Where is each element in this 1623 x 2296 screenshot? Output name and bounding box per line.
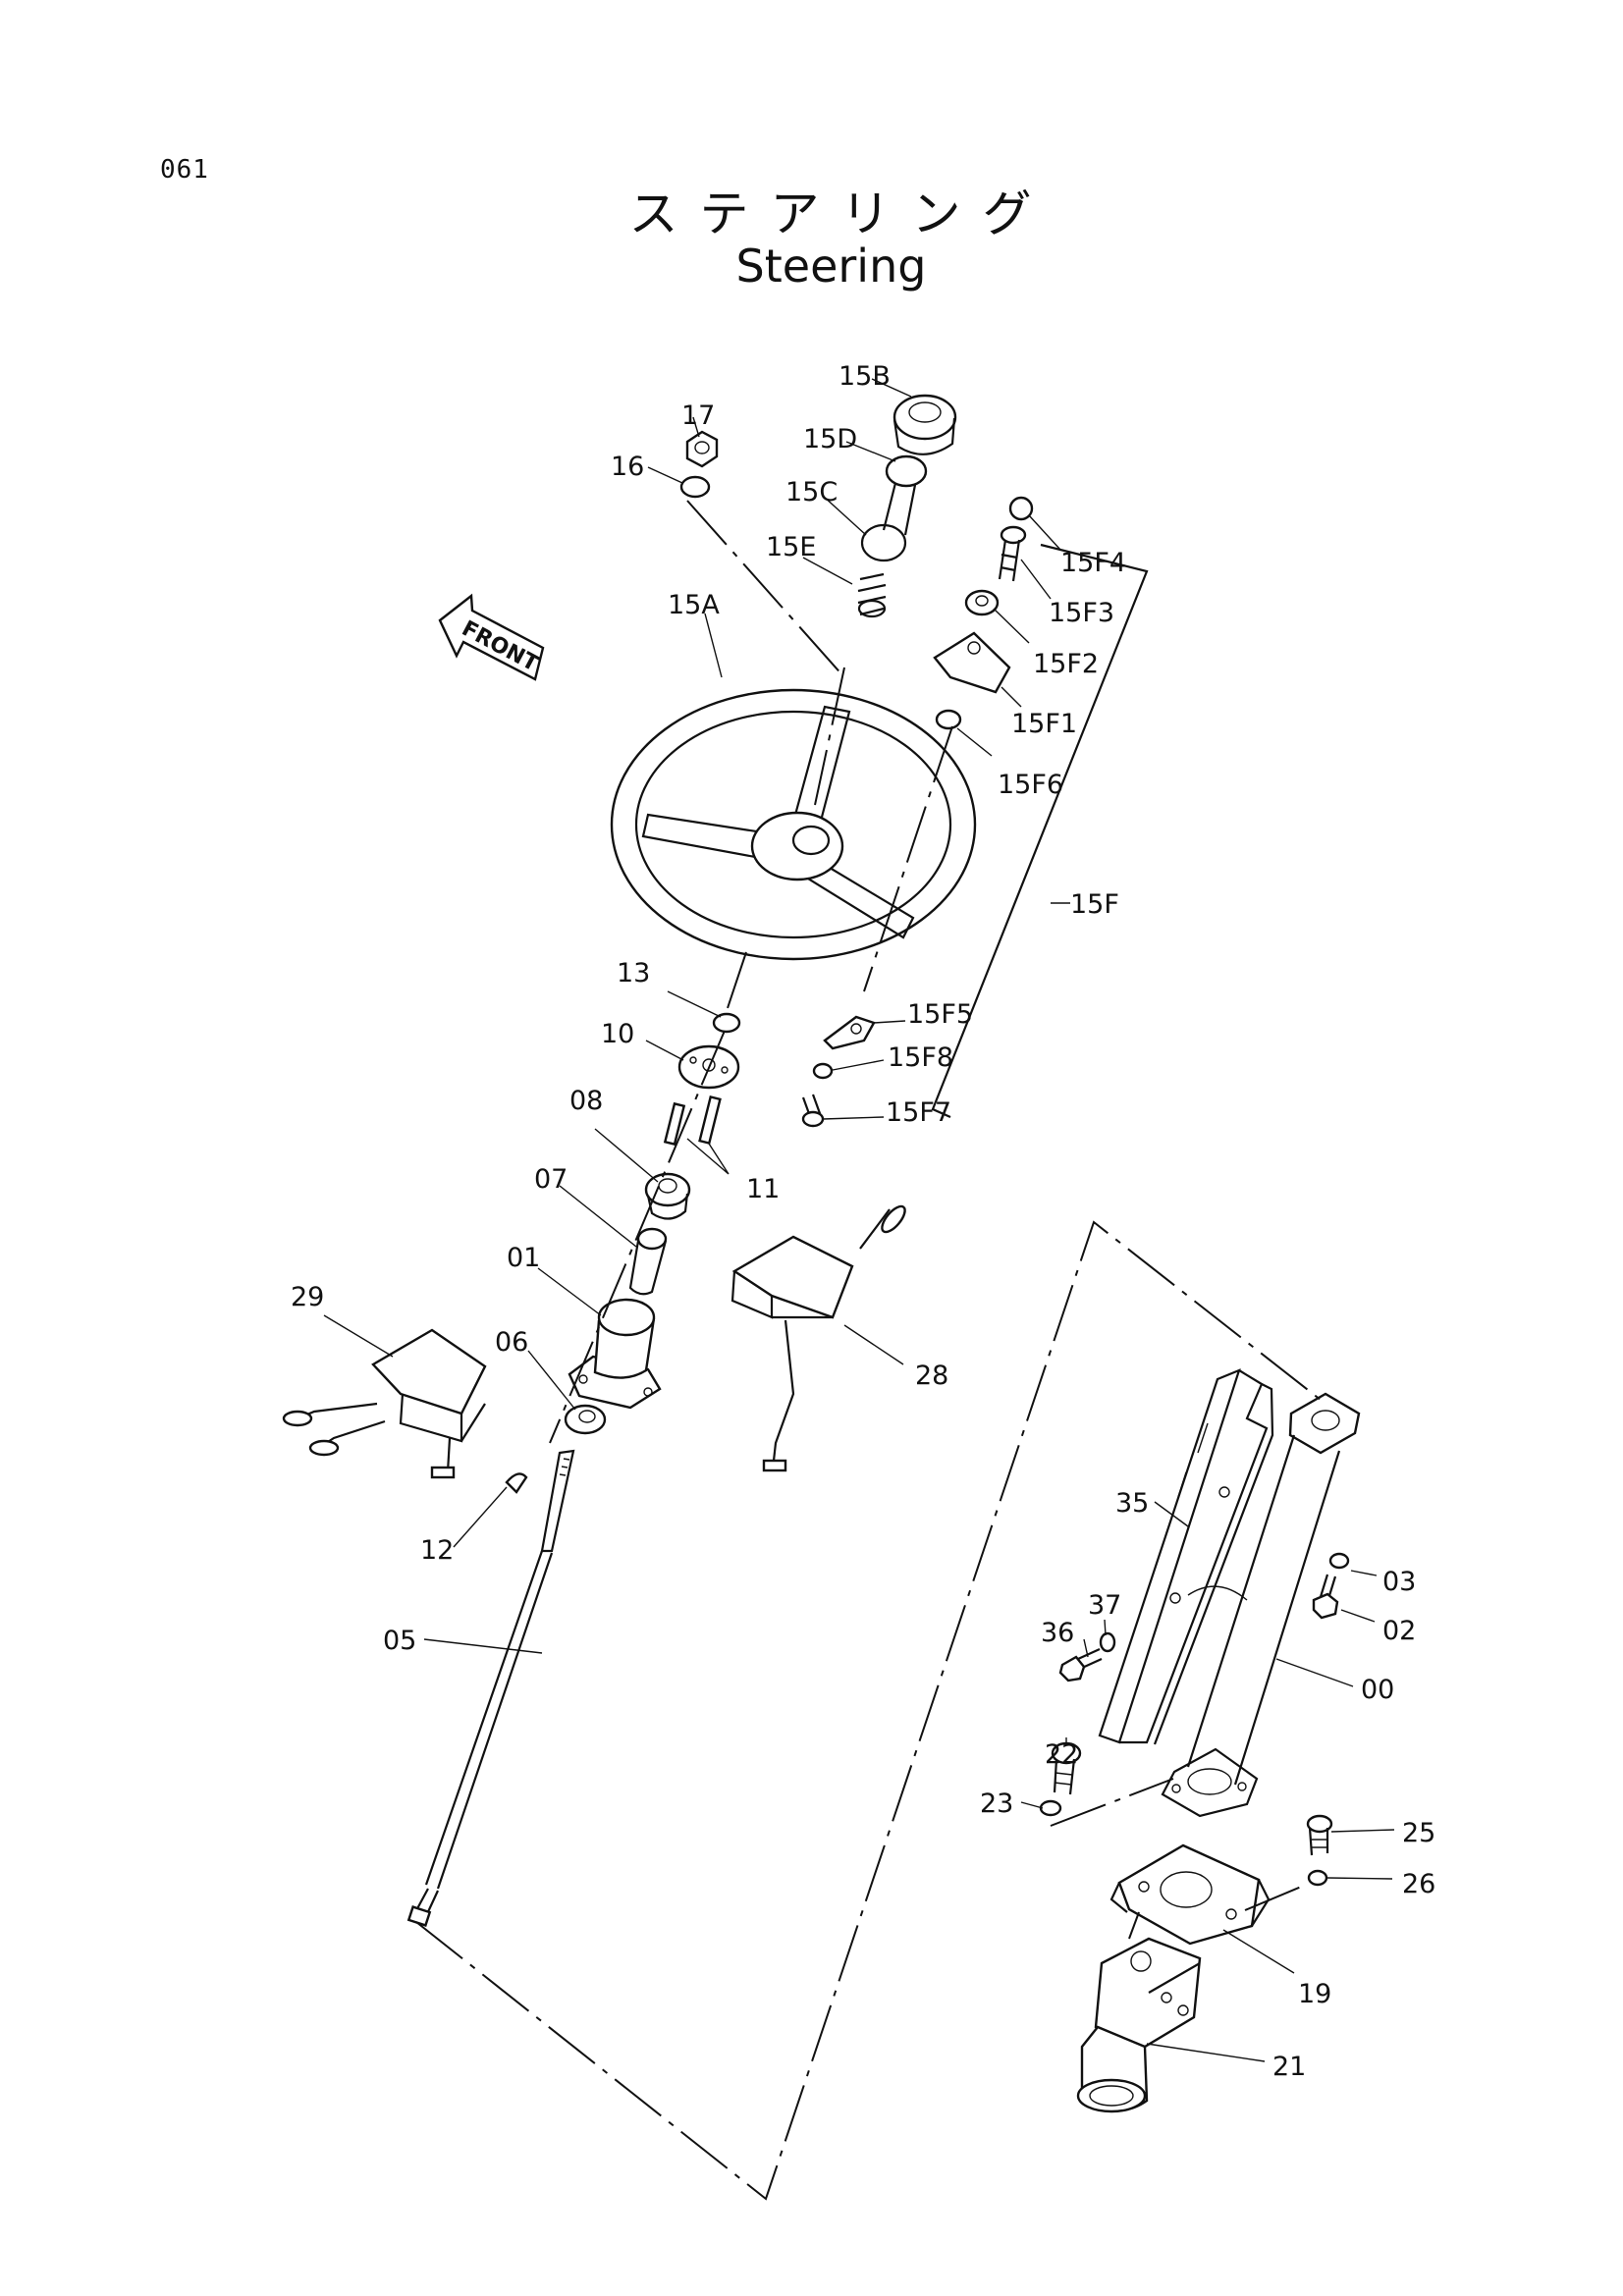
collar-part bbox=[964, 589, 1000, 616]
spring-part bbox=[857, 572, 887, 618]
label-02: 02 bbox=[1382, 1616, 1416, 1646]
bolt-36-part bbox=[1058, 1647, 1103, 1682]
bolt-02-part bbox=[1312, 1574, 1339, 1620]
label-15A: 15A bbox=[668, 590, 720, 620]
pin-part bbox=[663, 1095, 722, 1147]
label-17: 17 bbox=[681, 400, 715, 431]
label-15F6: 15F6 bbox=[998, 770, 1063, 800]
switch-29-part bbox=[282, 1328, 487, 1479]
label-15F: 15F bbox=[1070, 889, 1119, 920]
label-00: 00 bbox=[1361, 1675, 1394, 1705]
label-35: 35 bbox=[1115, 1488, 1149, 1519]
clamp-part bbox=[823, 1015, 876, 1050]
bearing-06-part bbox=[564, 1404, 607, 1435]
group-bracket-15F bbox=[931, 543, 1149, 1119]
bolt-25-part bbox=[1306, 1814, 1333, 1856]
label-36: 36 bbox=[1041, 1618, 1074, 1648]
label-15F7: 15F7 bbox=[886, 1097, 951, 1128]
washer-26-part bbox=[1307, 1869, 1328, 1887]
steering-column-tube-part bbox=[1161, 1392, 1361, 1818]
label-19: 19 bbox=[1298, 1979, 1331, 2009]
mount-bracket-19-part bbox=[1109, 1843, 1271, 1946]
front-arrow-icon: FRONT bbox=[438, 593, 545, 681]
label-03: 03 bbox=[1382, 1567, 1416, 1597]
steering-wheel-part bbox=[610, 688, 977, 961]
page-number: 061 bbox=[160, 155, 209, 185]
bolt-22-part bbox=[1051, 1741, 1082, 1795]
label-11: 11 bbox=[746, 1174, 780, 1204]
sleeve-part bbox=[628, 1227, 668, 1296]
label-23: 23 bbox=[980, 1789, 1013, 1819]
label-13: 13 bbox=[617, 958, 650, 988]
label-21: 21 bbox=[1272, 2052, 1306, 2082]
knob-part bbox=[1008, 496, 1034, 521]
label-15F1: 15F1 bbox=[1011, 709, 1077, 739]
label-29: 29 bbox=[291, 1282, 324, 1312]
label-25: 25 bbox=[1402, 1818, 1435, 1848]
label-05: 05 bbox=[383, 1626, 416, 1656]
label-15E: 15E bbox=[766, 532, 816, 562]
label-12: 12 bbox=[420, 1535, 454, 1566]
label-15F4: 15F4 bbox=[1060, 548, 1126, 578]
label-06: 06 bbox=[495, 1327, 528, 1358]
washer-03-part bbox=[1328, 1552, 1350, 1570]
label-15D: 15D bbox=[803, 424, 857, 454]
column-top-part bbox=[568, 1298, 662, 1410]
horn-button-part bbox=[893, 394, 957, 455]
title-english: Steering bbox=[735, 240, 927, 293]
contact-part bbox=[882, 454, 928, 536]
switch-28-part bbox=[730, 1204, 906, 1472]
label-15F3: 15F3 bbox=[1049, 598, 1114, 628]
nut-part bbox=[685, 430, 719, 468]
label-15F8: 15F8 bbox=[888, 1042, 953, 1073]
steering-valve-21-part bbox=[1076, 1937, 1202, 2113]
bolt-part bbox=[801, 1094, 825, 1128]
label-16: 16 bbox=[611, 452, 644, 482]
nut-13-part bbox=[712, 1012, 741, 1034]
bracket-35-part bbox=[1098, 1368, 1274, 1745]
steering-shaft-part bbox=[406, 1449, 575, 1927]
lock-washer-part bbox=[812, 1062, 834, 1080]
label-08: 08 bbox=[569, 1086, 603, 1116]
label-26: 26 bbox=[1402, 1869, 1435, 1899]
knob-bracket-part bbox=[933, 631, 1011, 694]
label-07: 07 bbox=[534, 1164, 568, 1195]
label-15F5: 15F5 bbox=[907, 999, 973, 1030]
assembly-centerline bbox=[415, 500, 1326, 2201]
bearing-08-part bbox=[644, 1172, 691, 1220]
label-22: 22 bbox=[1045, 1739, 1078, 1770]
washer-23-part bbox=[1039, 1799, 1062, 1817]
washer-37-part bbox=[1099, 1631, 1116, 1653]
label-10: 10 bbox=[601, 1019, 634, 1049]
title-japanese: ステアリング bbox=[628, 186, 1054, 242]
washer-part bbox=[679, 475, 711, 499]
label-15F2: 15F2 bbox=[1033, 649, 1099, 679]
screw-part bbox=[998, 525, 1027, 582]
key-part bbox=[505, 1472, 528, 1494]
label-28: 28 bbox=[915, 1361, 948, 1391]
bushing-part bbox=[935, 709, 962, 730]
label-37: 37 bbox=[1088, 1590, 1121, 1621]
label-01: 01 bbox=[507, 1243, 540, 1273]
o-ring-part bbox=[860, 523, 907, 562]
leader-lines bbox=[323, 378, 1395, 2062]
label-15B: 15B bbox=[839, 361, 891, 392]
label-15C: 15C bbox=[785, 477, 838, 507]
